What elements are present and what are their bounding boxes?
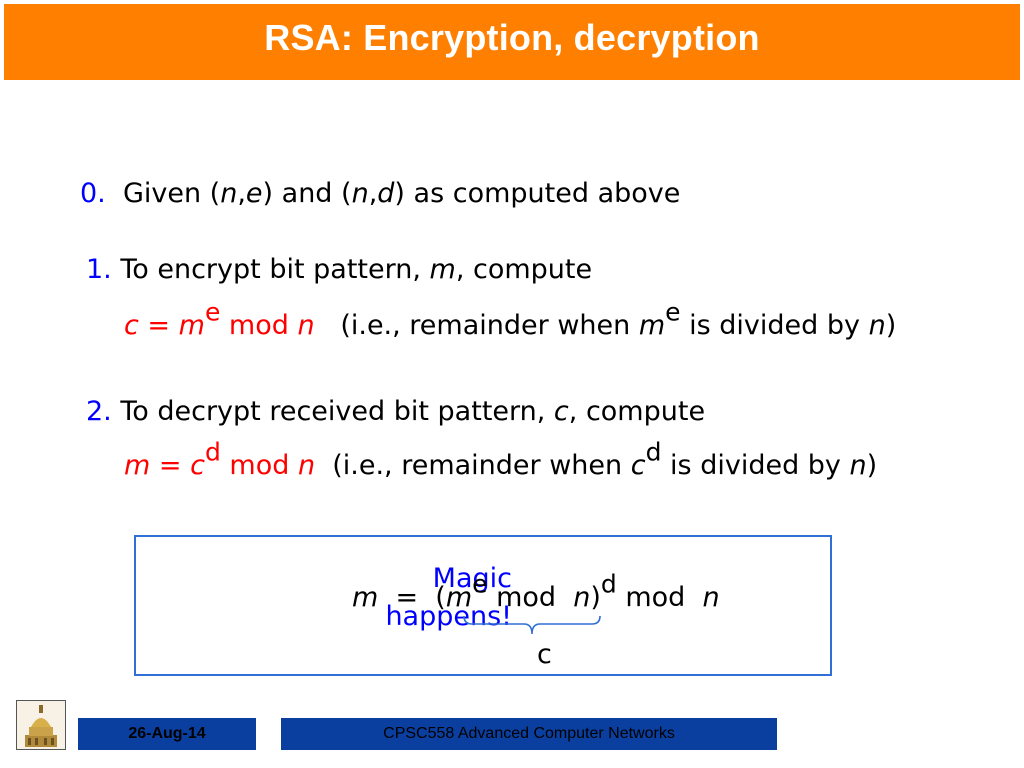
- step-0: 0. Given (n,e) and (n,d) as computed abo…: [80, 180, 680, 207]
- footer-date-text: 26-Aug-14: [128, 725, 206, 742]
- magic-box: [134, 535, 832, 676]
- explanation-text: (i.e., remainder when: [332, 450, 631, 481]
- step-0-text: ) and (: [262, 178, 352, 209]
- var-c: c: [630, 450, 646, 481]
- step-0-text: ) as computed above: [394, 178, 681, 209]
- var-e: e: [245, 178, 263, 209]
- var-n: n: [702, 582, 720, 613]
- step-2-text: , compute: [568, 396, 706, 427]
- magic-equation: m = (me mod n)d mod n: [352, 571, 720, 613]
- step-1-text: To encrypt bit pattern,: [120, 254, 430, 285]
- comma: ,: [237, 178, 246, 209]
- exponent-e: e: [472, 569, 488, 599]
- slide-title: RSA: Encryption, decryption: [264, 17, 760, 58]
- step-1: 1. To encrypt bit pattern, m, compute: [86, 256, 592, 283]
- var-n: n: [297, 450, 316, 481]
- mod-text: mod: [616, 582, 703, 613]
- var-m: m: [429, 254, 456, 285]
- magic-label: Magic happens!: [385, 560, 512, 636]
- mod-text: mod: [220, 450, 298, 481]
- var-m: m: [638, 310, 666, 341]
- step-2-text: To decrypt received bit pattern,: [120, 396, 554, 427]
- magic-label-line-1: Magic: [432, 563, 512, 594]
- exponent-e: e: [665, 297, 681, 327]
- var-n: n: [297, 310, 315, 341]
- dome-building-icon: [16, 700, 66, 750]
- formula-lhs: m = c: [124, 450, 205, 481]
- step-2-number: 2.: [86, 396, 112, 427]
- mod-text: mod: [487, 582, 574, 613]
- var-n: n: [868, 310, 886, 341]
- equals-paren: = (: [378, 582, 446, 613]
- var-n: n: [220, 178, 238, 209]
- step-0-text: Given (: [122, 178, 221, 209]
- explanation-text: is divided by: [661, 450, 850, 481]
- close-paren: ): [866, 450, 878, 481]
- var-n: n: [573, 582, 591, 613]
- var-n: n: [351, 178, 369, 209]
- brace-label: c: [537, 639, 552, 670]
- underbrace: [463, 615, 601, 635]
- exponent-d: d: [204, 437, 221, 467]
- step-1-number: 1.: [86, 254, 112, 285]
- exponent-e: e: [204, 297, 221, 327]
- comma: ,: [368, 178, 378, 209]
- decrypt-formula: m = cd mod n: [124, 439, 316, 481]
- formula-decrypt: m = cd mod n (i.e., remainder when cd is…: [124, 439, 878, 481]
- formula-lhs: c = m: [124, 310, 205, 341]
- step-1-text: , compute: [455, 254, 593, 285]
- explanation-text: is divided by: [680, 310, 869, 341]
- exponent-d: d: [645, 437, 662, 467]
- step-0-number: 0.: [80, 178, 106, 209]
- footer-date: 26-Aug-14: [78, 718, 256, 750]
- var-n: n: [849, 450, 867, 481]
- encrypt-formula: c = me mod n: [124, 299, 315, 341]
- explanation-text: (i.e., remainder when: [340, 310, 639, 341]
- step-2: 2. To decrypt received bit pattern, c, c…: [86, 398, 705, 425]
- close-paren: ): [590, 582, 601, 613]
- mod-text: mod: [220, 310, 298, 341]
- footer-course-text: CPSC558 Advanced Computer Networks: [383, 725, 675, 742]
- var-d: d: [377, 178, 395, 209]
- formula-encrypt: c = me mod n (i.e., remainder when me is…: [124, 299, 897, 341]
- title-bar: RSA: Encryption, decryption: [4, 4, 1020, 80]
- var-m: m: [445, 582, 473, 613]
- magic-label-line-2: happens!: [385, 601, 512, 632]
- footer-course: CPSC558 Advanced Computer Networks: [281, 718, 777, 750]
- var-m: m: [352, 582, 379, 613]
- var-c: c: [553, 396, 569, 427]
- close-paren: ): [885, 310, 897, 341]
- exponent-d: d: [600, 569, 617, 599]
